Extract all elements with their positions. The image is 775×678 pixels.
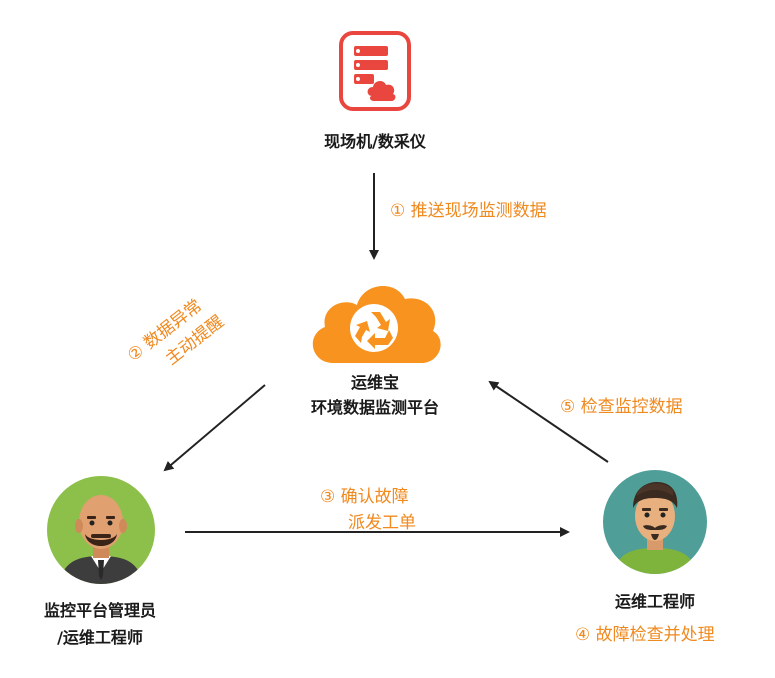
- manager-label-line2: /运维工程师: [57, 628, 143, 647]
- step-3-line2: 派发工单: [348, 513, 416, 533]
- recycle-cloud-icon: [303, 273, 445, 365]
- step-1-label: ① 推送现场监测数据: [390, 201, 547, 221]
- engineer-label: 运维工程师: [614, 592, 695, 611]
- bald-bearded-man-avatar-icon: [47, 476, 155, 584]
- step-4-label: ④ 故障检查并处理: [575, 625, 715, 645]
- arrow-platform-to-manager: [163, 384, 266, 472]
- step-3-line1: ③ 确认故障: [320, 487, 409, 507]
- manager-label-line1: 监控平台管理员: [43, 601, 156, 620]
- server-cloud-icon: [338, 30, 412, 112]
- arrow-engineer-to-platform: [488, 380, 609, 463]
- collector-label: 现场机/数采仪: [324, 132, 426, 151]
- step-5-label: ⑤ 检查监控数据: [560, 397, 683, 417]
- platform-label-line1: 运维宝: [350, 373, 399, 392]
- mustache-man-avatar-icon: [603, 470, 707, 574]
- platform-label-line2: 环境数据监测平台: [310, 398, 439, 417]
